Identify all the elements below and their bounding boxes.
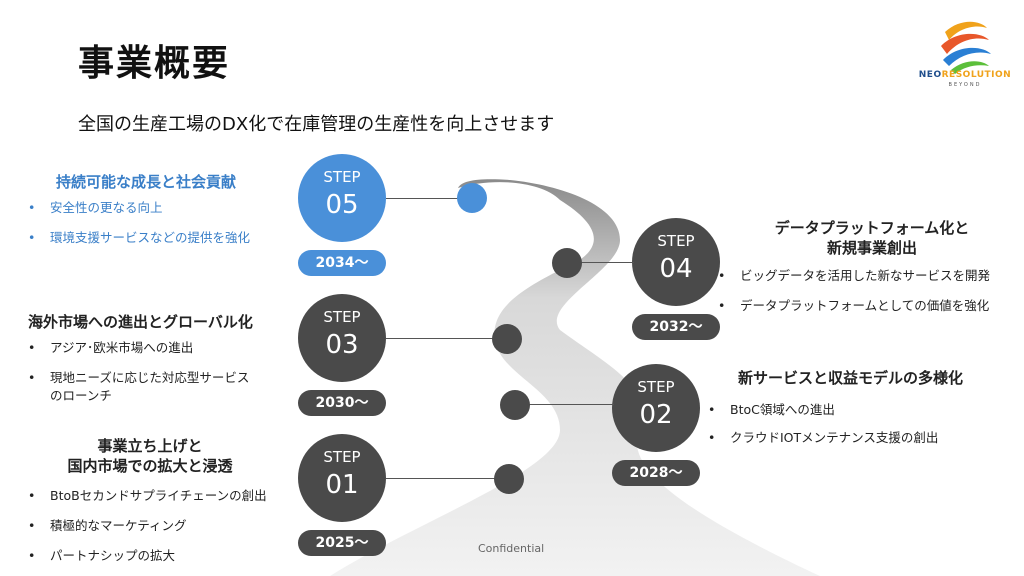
neoresolution-logo-icon xyxy=(941,21,991,74)
step02-heading: 新サービスと収益モデルの多様化 xyxy=(738,369,964,387)
step01-bullet-2: 積極的なマーケティング xyxy=(28,518,187,534)
step03-heading: 海外市場への進出とグローバル化 xyxy=(28,313,253,331)
step01-bullet-3: パートナシップの拡大 xyxy=(28,548,175,564)
step01-year: 2025〜 xyxy=(298,530,386,556)
step05-road-marker xyxy=(457,183,487,213)
step02-number: 02 xyxy=(639,400,673,430)
step04-label: STEP xyxy=(657,232,695,250)
logo-brand-b: RESOLUTION xyxy=(941,70,1012,80)
step01-heading: 事業立ち上げと 国内市場での拡大と浸透 xyxy=(50,436,250,476)
step04-number: 04 xyxy=(659,254,693,284)
step01-heading-line2: 国内市場での拡大と浸透 xyxy=(67,457,233,475)
step05-label: STEP xyxy=(323,168,361,186)
step04-bullet-2: データプラットフォームとしての価値を強化 xyxy=(718,298,989,314)
step03-number: 03 xyxy=(325,330,359,360)
step05-circle: STEP 05 xyxy=(298,154,386,242)
step05-connector xyxy=(386,198,460,199)
step01-road-marker xyxy=(494,464,524,494)
step04-circle: STEP 04 xyxy=(632,218,720,306)
step02-year: 2028〜 xyxy=(612,460,700,486)
step04-bullet-1: ビッグデータを活用した新なサービスを開発 xyxy=(718,268,990,284)
step01-number: 01 xyxy=(325,470,359,500)
step04-heading-line2: 新規事業創出 xyxy=(826,239,917,257)
step03-bullet-1: アジア･欧米市場への進出 xyxy=(28,340,193,356)
step01-label: STEP xyxy=(323,448,361,466)
step03-year: 2030〜 xyxy=(298,390,386,416)
step02-circle: STEP 02 xyxy=(612,364,700,452)
step03-bullet-2: 現地ニーズに応じた対応型サービス xyxy=(28,370,249,386)
step05-number: 05 xyxy=(325,190,359,220)
step01-bullet-1: BtoBセカンドサプライチェーンの創出 xyxy=(28,488,267,504)
step02-road-marker xyxy=(500,390,530,420)
step04-connector xyxy=(580,262,634,263)
step01-connector xyxy=(386,478,496,479)
logo-tagline: BEYOND xyxy=(948,82,982,88)
page-title: 事業概要 xyxy=(78,43,231,84)
step03-road-marker xyxy=(492,324,522,354)
step03-circle: STEP 03 xyxy=(298,294,386,382)
page-subtitle: 全国の生産工場のDX化で在庫管理の生産性を向上させます xyxy=(78,114,555,135)
step02-connector xyxy=(526,404,614,405)
step05-heading: 持続可能な成長と社会貢献 xyxy=(56,173,237,191)
logo-wordmark: NEORESOLUTION xyxy=(915,70,1015,80)
logo-brand-a: NEO xyxy=(918,70,942,80)
step04-year: 2032〜 xyxy=(632,314,720,340)
confidential-footer: Confidential xyxy=(478,542,545,555)
step01-circle: STEP 01 xyxy=(298,434,386,522)
step04-heading: データプラットフォーム化と 新規事業創出 xyxy=(772,218,972,258)
step03-label: STEP xyxy=(323,308,361,326)
step05-bullet-1: 安全性の更なる向上 xyxy=(28,200,163,216)
step04-road-marker xyxy=(552,248,582,278)
step01-heading-line1: 事業立ち上げと xyxy=(97,437,203,455)
step02-bullet-2: クラウドIOTメンテナンス支援の創出 xyxy=(708,430,938,446)
step03-bullet-2-cont: のローンチ xyxy=(50,388,112,403)
step03-connector xyxy=(386,338,494,339)
step02-label: STEP xyxy=(637,378,675,396)
step05-year: 2034〜 xyxy=(298,250,386,276)
step05-bullet-2: 環境支援サービスなどの提供を強化 xyxy=(28,230,250,246)
step04-heading-line1: データプラットフォーム化と xyxy=(774,219,970,237)
step02-bullet-1: BtoC領域への進出 xyxy=(708,402,835,418)
